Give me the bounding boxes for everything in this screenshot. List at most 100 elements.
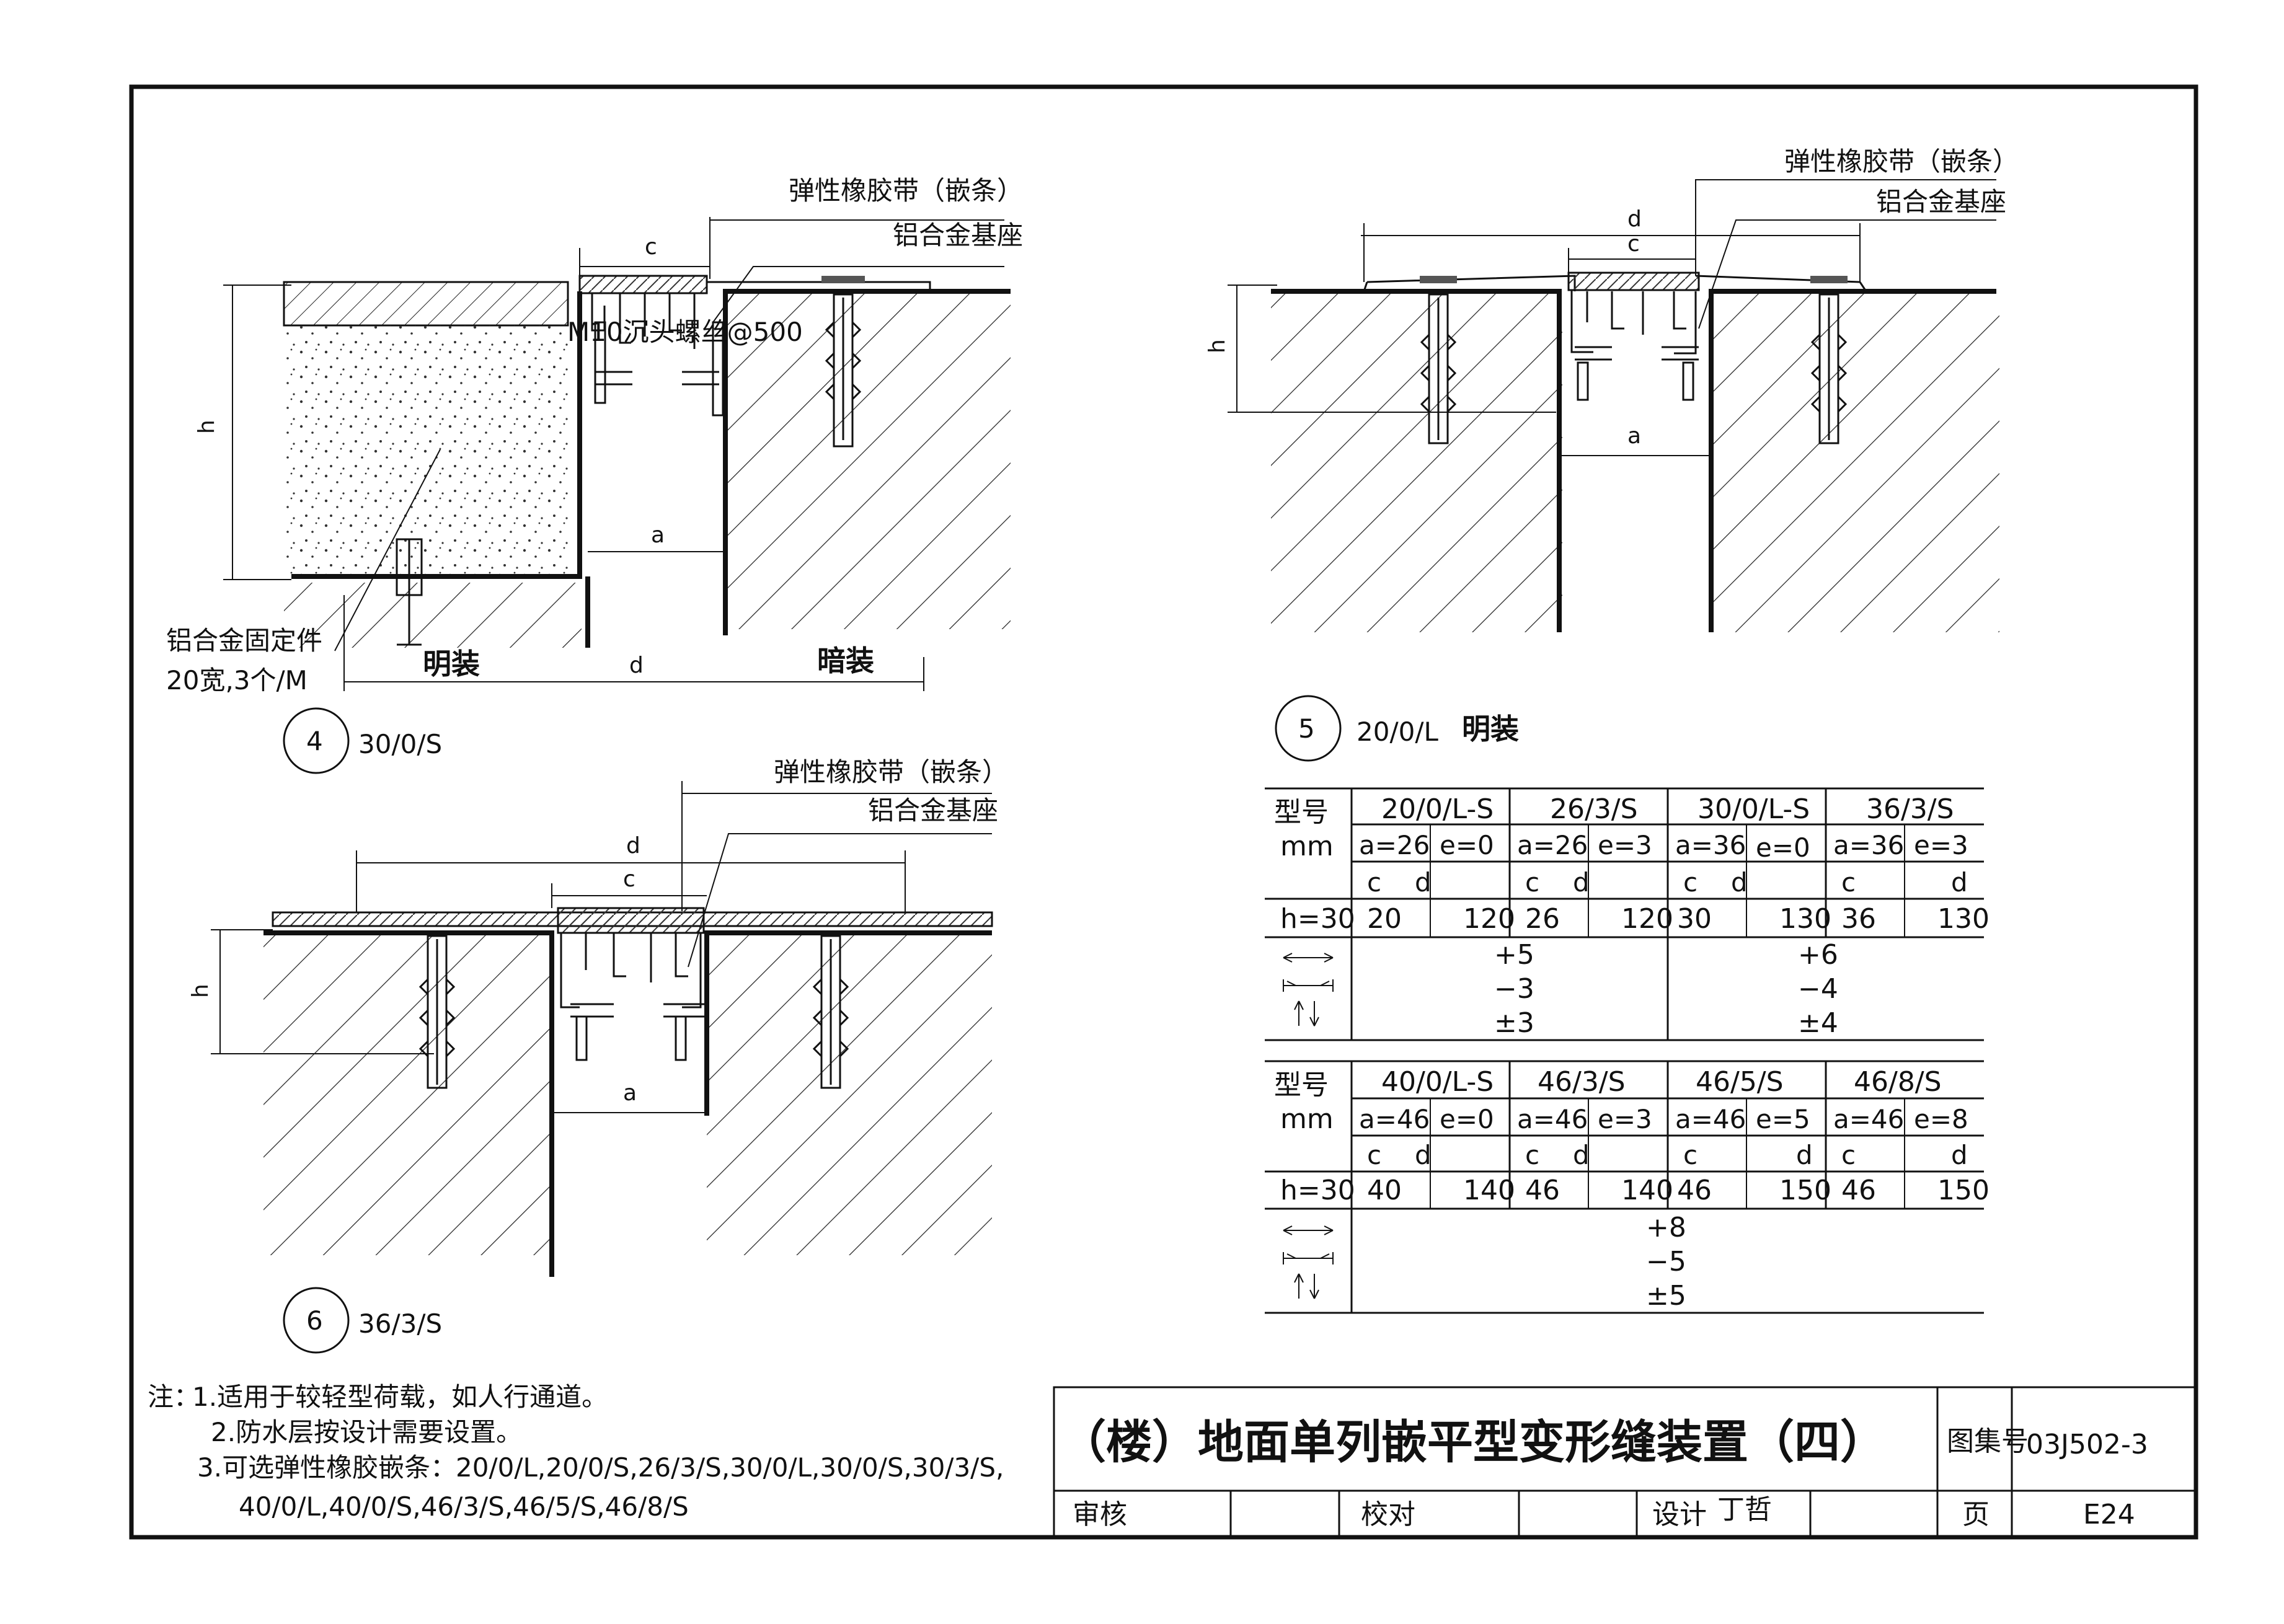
structure-left bbox=[284, 583, 582, 648]
spec-table-2: 型号 mm h=30 40/0/L-S 46/3/S 46/5/S 46/8/S… bbox=[1265, 1060, 1990, 1314]
t2-value: 140 bbox=[1463, 1175, 1515, 1206]
dim-h-5: h bbox=[1205, 339, 1230, 353]
t1-value: 120 bbox=[1621, 903, 1673, 935]
detail-5: d c h a 弹性橡胶带（嵌条） 铝合金基座 5 20/0/L 明装 bbox=[1205, 146, 2019, 762]
t1-ae: a=36 bbox=[1833, 830, 1904, 860]
t2-cd: d bbox=[1796, 1140, 1813, 1170]
movement-arrows-icon bbox=[1283, 1225, 1334, 1299]
t2-model: 46/5/S bbox=[1696, 1066, 1784, 1098]
t1-ae: a=36 bbox=[1675, 830, 1746, 860]
label-rubber-5: 弹性橡胶带（嵌条） bbox=[1784, 146, 2019, 177]
t2-ae: e=8 bbox=[1914, 1104, 1968, 1134]
detail-number-circle-5 bbox=[1275, 695, 1342, 762]
t2-cd: c bbox=[1525, 1140, 1539, 1170]
t2-cd: c bbox=[1841, 1140, 1856, 1170]
label-fixer-spec-4: 20宽,3个/M bbox=[166, 665, 308, 695]
t1-cd: c bbox=[1841, 867, 1856, 898]
dim-d-5: d bbox=[1627, 206, 1642, 232]
t1-value: 120 bbox=[1463, 903, 1515, 935]
t2-ae: a=46 bbox=[1359, 1104, 1430, 1134]
t1-move-right: ±4 bbox=[1798, 1007, 1838, 1039]
t2-cd: d bbox=[1951, 1140, 1968, 1170]
label-base-6: 铝合金基座 bbox=[868, 795, 998, 826]
page-label: 页 bbox=[1962, 1499, 1990, 1530]
structure-right bbox=[725, 291, 1011, 629]
label-rubber-4: 弹性橡胶带（嵌条） bbox=[789, 175, 1023, 206]
t1-model: 36/3/S bbox=[1866, 793, 1954, 825]
t1-cd: c bbox=[1525, 867, 1539, 898]
label-exposed-5: 明装 bbox=[1462, 712, 1519, 746]
label-rubber-6: 弹性橡胶带（嵌条） bbox=[774, 757, 1008, 787]
dim-h-4: h bbox=[194, 420, 219, 434]
t1-value: 30 bbox=[1677, 903, 1712, 935]
dim-a-5: a bbox=[1627, 423, 1641, 449]
designer-name: 丁哲 bbox=[1717, 1494, 1772, 1525]
detail-number-6: 6 bbox=[306, 1305, 323, 1336]
check-label: 校对 bbox=[1361, 1499, 1415, 1530]
t1-cd: c bbox=[1367, 867, 1381, 898]
detail-model-4: 30/0/S bbox=[358, 729, 442, 759]
t2-move: +8 bbox=[1646, 1212, 1686, 1243]
t1-move-left: +5 bbox=[1494, 939, 1534, 971]
t2-header-model: 型号 bbox=[1274, 1069, 1329, 1101]
t1-value: 20 bbox=[1367, 903, 1402, 935]
t1-move-left: −3 bbox=[1494, 973, 1534, 1005]
dim-h-6: h bbox=[188, 984, 213, 998]
atlas-number: 03J502-3 bbox=[2026, 1429, 2148, 1460]
t1-header-model: 型号 bbox=[1274, 797, 1329, 828]
t2-value: 140 bbox=[1621, 1175, 1673, 1206]
t2-cd: d bbox=[1415, 1140, 1432, 1170]
title-block: （楼）地面单列嵌平型变形缝装置（四） 图集号 03J502-3 审核 校对 设计… bbox=[1053, 1386, 2197, 1538]
atlas-label: 图集号 bbox=[1947, 1426, 2029, 1457]
detail-model-6: 36/3/S bbox=[358, 1308, 442, 1339]
t1-move-right: +6 bbox=[1798, 939, 1838, 971]
note-line-2: 2.防水层按设计需要设置。 bbox=[211, 1417, 522, 1447]
t2-value: 150 bbox=[1937, 1175, 1990, 1206]
t1-header-mm: mm bbox=[1280, 831, 1334, 862]
note-line-3b: 20/0/L,20/0/S,26/3/S,30/0/L,30/0/S,30/3/… bbox=[456, 1452, 1004, 1483]
t1-ae: a=26 bbox=[1517, 830, 1588, 860]
t2-model: 46/8/S bbox=[1854, 1066, 1942, 1098]
t1-value: 130 bbox=[1937, 903, 1990, 935]
label-concealed-4: 暗装 bbox=[817, 644, 874, 677]
structure-left-5 bbox=[1271, 291, 1562, 632]
t1-move-right: −4 bbox=[1798, 973, 1838, 1005]
detail-number-circle-4 bbox=[283, 707, 350, 774]
t2-value: 46 bbox=[1841, 1175, 1876, 1206]
movement-arrows-icon bbox=[1283, 953, 1334, 1026]
t1-model: 20/0/L-S bbox=[1381, 793, 1494, 825]
detail-number-4: 4 bbox=[306, 726, 323, 756]
detail-4: h c a d 弹性橡胶带（嵌条） 铝合金基座 M10沉头螺丝@500 铝合金固… bbox=[166, 175, 1023, 774]
t1-cd: d bbox=[1415, 867, 1432, 898]
detail-number-5: 5 bbox=[1298, 713, 1315, 744]
dim-c-6: c bbox=[623, 867, 635, 892]
t1-cd: d bbox=[1731, 867, 1748, 898]
notes: 注： 1.适用于较轻型荷载，如人行通道。 2.防水层按设计需要设置。 3.可选弹… bbox=[148, 1382, 1004, 1522]
joint-profile-6 bbox=[557, 907, 707, 1061]
t1-ae: e=0 bbox=[1440, 830, 1494, 860]
t2-value: 46 bbox=[1525, 1175, 1560, 1206]
t1-ae: e=3 bbox=[1914, 830, 1968, 860]
joint-profile-5 bbox=[1570, 290, 1699, 401]
t2-ae: e=5 bbox=[1756, 1104, 1810, 1134]
t2-ae: a=46 bbox=[1675, 1104, 1746, 1134]
t2-move: ±5 bbox=[1646, 1280, 1686, 1312]
design-label: 设计 bbox=[1652, 1499, 1707, 1530]
t2-row-h: h=30 bbox=[1280, 1175, 1355, 1206]
review-label: 审核 bbox=[1073, 1499, 1127, 1530]
dim-d-6: d bbox=[626, 833, 640, 858]
t2-ae: a=46 bbox=[1517, 1104, 1588, 1134]
t2-model: 46/3/S bbox=[1538, 1066, 1626, 1098]
label-exposed-4: 明装 bbox=[423, 647, 480, 681]
t2-cd: c bbox=[1683, 1140, 1698, 1170]
t1-cd: c bbox=[1683, 867, 1698, 898]
t1-value: 36 bbox=[1841, 903, 1876, 935]
t1-row-h: h=30 bbox=[1280, 903, 1355, 935]
t1-ae: e=3 bbox=[1598, 830, 1652, 860]
t2-ae: a=46 bbox=[1833, 1104, 1904, 1134]
label-screw-4: M10沉头螺丝@500 bbox=[567, 317, 803, 347]
label-base-4: 铝合金基座 bbox=[893, 220, 1023, 250]
t2-value: 40 bbox=[1367, 1175, 1402, 1206]
note-line-1: 1.适用于较轻型荷载，如人行通道。 bbox=[192, 1382, 608, 1412]
t1-ae: e=0 bbox=[1756, 832, 1810, 863]
